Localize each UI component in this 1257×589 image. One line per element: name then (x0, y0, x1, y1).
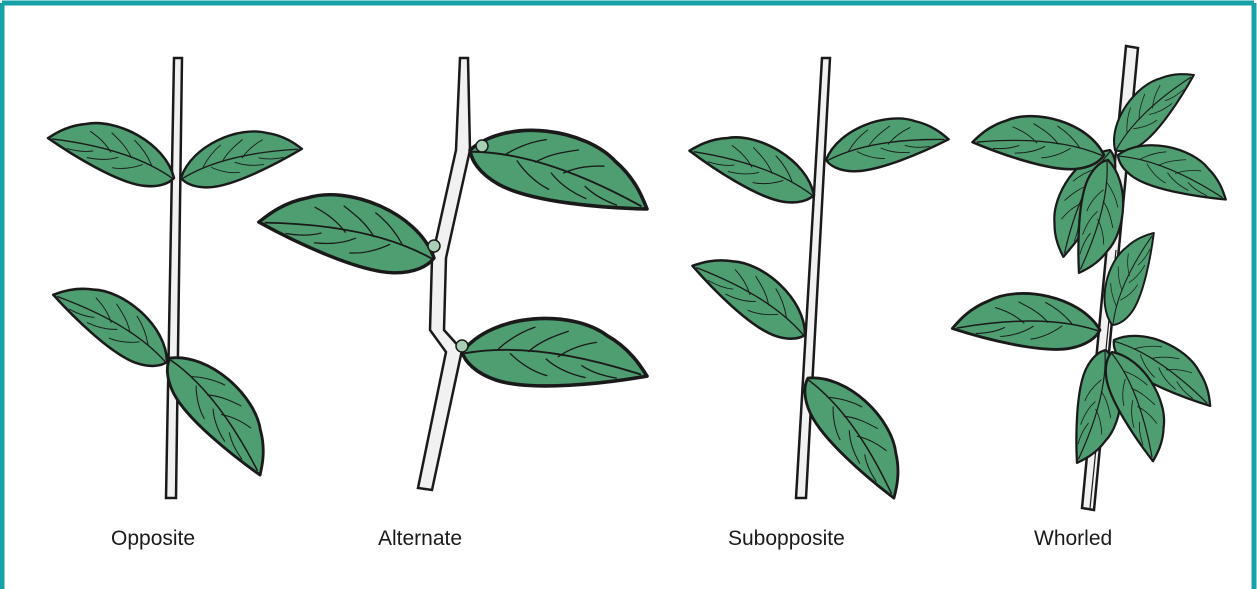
figure-border (2, 3, 1254, 589)
leaf (255, 174, 444, 286)
leaf (47, 264, 183, 379)
opposite-illustration (44, 58, 305, 498)
node-bud (428, 240, 440, 252)
leaf (686, 236, 821, 352)
stem (418, 58, 470, 490)
leaf (685, 117, 825, 215)
label-subopposite: Subopposite (728, 527, 845, 551)
subopposite-illustration (685, 58, 951, 506)
leaf (820, 105, 951, 179)
stem (166, 58, 182, 498)
leaf (463, 113, 660, 224)
label-whorled: Whorled (1034, 527, 1112, 551)
node-bud (456, 340, 468, 352)
alternate-illustration (255, 58, 660, 490)
node-bud (476, 140, 488, 152)
leaf (971, 106, 1109, 176)
whorled-illustration (951, 46, 1236, 510)
leaf (460, 314, 649, 392)
leaf (44, 104, 184, 198)
leaf (951, 287, 1102, 353)
label-alternate: Alternate (378, 527, 462, 551)
leaf (173, 116, 305, 197)
label-opposite: Opposite (111, 527, 195, 551)
